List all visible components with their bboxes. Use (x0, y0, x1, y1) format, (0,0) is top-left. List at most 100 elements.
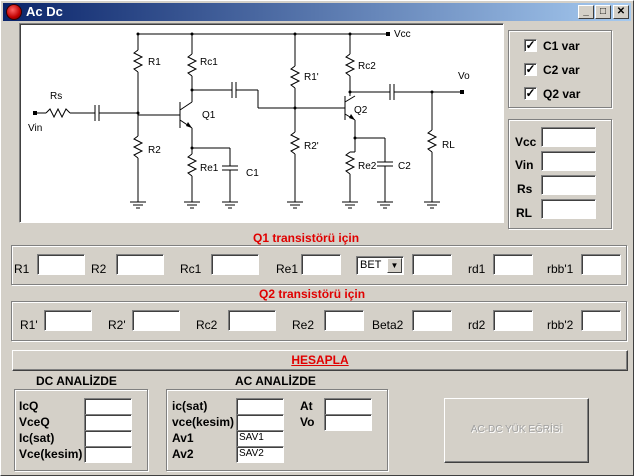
supply-group (508, 119, 612, 229)
label-re2: Re2 (358, 161, 377, 172)
circuit-schematic: Vcc Vo Vin Rs R1 R2 Rc1 Re1 C1 Q1 R1' R2… (28, 29, 470, 209)
chevron-down-icon[interactable]: ▼ (387, 258, 402, 273)
label-r1p: R1' (304, 72, 319, 83)
q2-rd2-input[interactable] (493, 310, 533, 331)
circuit-diagram: Vcc Vo Vin Rs R1 R2 Rc1 Re1 C1 Q1 R1' R2… (19, 23, 504, 223)
dc-title: DC ANALİZDE (36, 374, 117, 388)
label-rs: Rs (50, 91, 62, 102)
q1-section-title: Q1 transistörü için (253, 231, 360, 245)
ac-vcekesim-label: vce(kesim) (172, 415, 235, 429)
q1-re1-input[interactable] (301, 254, 341, 275)
label-rc2: Rc2 (358, 61, 376, 72)
q1-beta-select[interactable]: BET ▼ (356, 256, 404, 275)
label-re1: Re1 (200, 163, 219, 174)
dc-icsat-output (84, 430, 132, 447)
q2-beta2-input[interactable] (412, 310, 452, 331)
q2-beta2-label: Beta2 (372, 318, 404, 332)
q1-rd1-label: rd1 (468, 262, 486, 276)
label-q1: Q1 (202, 110, 216, 121)
q2-r2p-input[interactable] (132, 310, 180, 331)
vin-input[interactable] (541, 151, 596, 171)
c1-var-checkbox[interactable]: ✓ (524, 38, 537, 52)
vcc-label: Vcc (515, 135, 537, 149)
window-title: Ac Dc (26, 4, 63, 19)
label-r2p: R2' (304, 141, 319, 152)
compute-button-label: HESAPLA (291, 353, 349, 367)
q2-rbb2-label: rbb'2 (547, 318, 574, 332)
label-rl: RL (442, 140, 455, 151)
app-icon (6, 4, 22, 20)
c2-var-label: C2 var (543, 63, 580, 77)
q1-r2-input[interactable] (116, 254, 164, 275)
ac-icsat-output (236, 398, 284, 415)
title-bar[interactable]: Ac Dc _ □ ✕ (3, 3, 631, 21)
q2-rd2-label: rd2 (468, 318, 486, 332)
label-vin: Vin (28, 123, 42, 134)
q1-group (11, 245, 627, 285)
ac-group (166, 389, 388, 471)
ac-av1-output: SAV1 (236, 430, 284, 447)
q2-r2p-label: R2' (108, 318, 126, 332)
dc-vceq-output (84, 414, 132, 431)
q2-group (11, 301, 627, 341)
dc-icq-output (84, 398, 132, 415)
label-c1: C1 (246, 168, 259, 179)
q2-section-title: Q2 transistörü için (259, 287, 366, 301)
vcc-input[interactable] (541, 127, 596, 147)
ac-av2-label: Av2 (172, 447, 194, 461)
ac-vo-output (324, 414, 372, 431)
q1-beta-input[interactable] (412, 254, 452, 275)
maximize-button[interactable]: □ (595, 5, 611, 19)
q1-rbb1-label: rbb'1 (547, 262, 574, 276)
label-q2: Q2 (354, 105, 368, 116)
q2-rc2-label: Rc2 (196, 318, 218, 332)
ac-icsat-label: ic(sat) (172, 399, 208, 413)
label-rc1: Rc1 (200, 57, 218, 68)
label-vcc: Vcc (394, 29, 411, 40)
q2-rbb2-input[interactable] (581, 310, 621, 331)
q1-rc1-label: Rc1 (180, 262, 202, 276)
ac-av2-output: SAV2 (236, 446, 284, 463)
q2-r1p-input[interactable] (44, 310, 92, 331)
label-r1: R1 (148, 57, 161, 68)
q2-var-label: Q2 var (543, 87, 581, 101)
ac-at-label: At (300, 399, 313, 413)
q1-rc1-input[interactable] (211, 254, 259, 275)
rs-label: Rs (517, 182, 533, 196)
q1-r1-input[interactable] (37, 254, 85, 275)
ac-vcekesim-output (236, 414, 284, 431)
dc-vceq-label: VceQ (19, 415, 50, 429)
q1-r1-label: R1 (14, 262, 30, 276)
dc-icq-label: IcQ (19, 399, 39, 413)
q2-var-checkbox[interactable]: ✓ (524, 86, 537, 100)
q2-r1p-label: R1' (20, 318, 38, 332)
close-button[interactable]: ✕ (613, 5, 629, 19)
q2-re2-input[interactable] (324, 310, 364, 331)
q1-rd1-input[interactable] (493, 254, 533, 275)
dc-group (14, 389, 148, 471)
ac-at-output (324, 398, 372, 415)
label-r2: R2 (148, 145, 161, 156)
label-vo: Vo (458, 71, 470, 82)
compute-button[interactable]: HESAPLA (12, 350, 628, 371)
rl-input[interactable] (541, 199, 596, 219)
q1-beta-select-value: BET (360, 259, 382, 271)
dc-vcekesim-output (84, 446, 132, 463)
q1-r2-label: R2 (91, 262, 107, 276)
minimize-button[interactable]: _ (578, 5, 594, 19)
label-c2: C2 (398, 161, 411, 172)
q2-re2-label: Re2 (292, 318, 315, 332)
q1-rbb1-input[interactable] (581, 254, 621, 275)
dc-icsat-label: Ic(sat) (19, 431, 55, 445)
rl-label: RL (516, 206, 532, 220)
vin-label: Vin (515, 158, 534, 172)
c2-var-checkbox[interactable]: ✓ (524, 62, 537, 76)
ac-vo-label: Vo (300, 415, 315, 429)
options-group (508, 30, 612, 108)
c1-var-label: C1 var (543, 39, 580, 53)
ac-av1-label: Av1 (172, 431, 194, 445)
q2-rc2-input[interactable] (228, 310, 276, 331)
load-line-button[interactable]: AC-DC YÜK EĞRİSİ (444, 398, 589, 463)
rs-input[interactable] (541, 175, 596, 195)
